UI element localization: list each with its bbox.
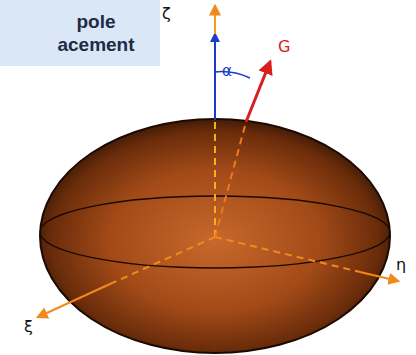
ellipsoid-body [40,119,390,353]
box-title: pole acement [42,10,150,56]
inner-eta-axis [215,237,360,272]
alpha-arc [215,72,250,78]
zeta-axis [214,6,216,34]
inner-g-axis [215,122,246,237]
g-vector [246,62,270,122]
inner-xi-axis [110,237,215,284]
title-box: pole acement [0,0,160,66]
rotation-axis [214,34,216,120]
axis-label: ζ [162,5,171,23]
xi-axis [38,284,110,317]
axis-label: ξ [24,318,33,336]
eta-axis [360,272,398,281]
inner-zeta-axis [214,120,216,237]
axis-label: G [278,38,290,56]
axis-label: α [222,62,232,80]
axis-label: η [396,256,406,274]
